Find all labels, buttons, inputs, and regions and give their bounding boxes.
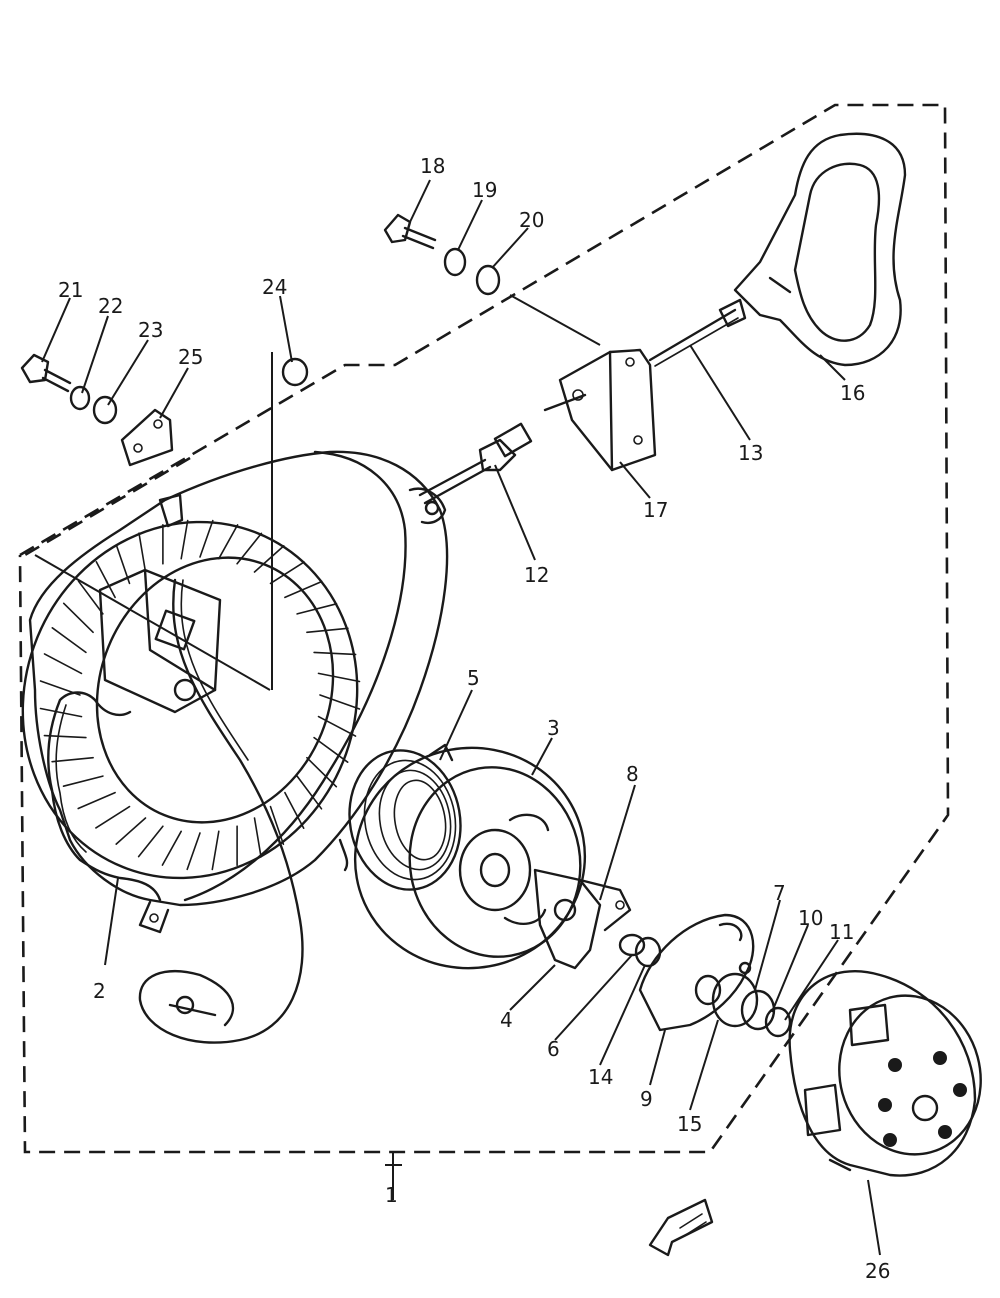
fan-fin [319,694,361,710]
assembly-boundary [18,103,950,1154]
case-fasteners [20,353,309,467]
reel [353,746,587,970]
bracket-fasteners [383,213,601,346]
callout-8: 8 [626,762,639,786]
ignition-coil [98,568,222,714]
fan-fin [317,715,357,737]
callout-25: 25 [178,345,203,369]
center-bolt-stack [694,972,792,1038]
callout-22: 22 [98,294,123,318]
fan-fin [180,519,189,560]
fan-fin [269,805,285,846]
callout-15: 15 [677,1112,702,1136]
callout-26: 26 [865,1259,890,1283]
callout-17: 17 [643,498,668,522]
callout-13: 13 [738,441,763,465]
fan-fin [269,561,305,585]
fan-fin [296,602,338,615]
fan-fin [43,653,83,675]
wire-harness [138,493,304,1044]
fan-fin [51,626,87,654]
callout-14: 14 [588,1065,613,1089]
rope-and-guide [418,308,739,505]
front-arrow-icon [648,1198,714,1257]
fan-fin [62,602,94,634]
callout-9: 9 [640,1087,653,1111]
fan-fin [186,832,201,871]
fan-fin [115,817,147,845]
callout-10: 10 [798,906,823,930]
fan-fin [39,707,83,718]
ratchet-pawl [533,868,632,970]
callout-12: 12 [524,563,549,587]
fan-fin [138,532,147,573]
spiral-spring [348,743,462,891]
fan-fin [199,519,214,558]
fan-fin [43,734,87,739]
fan-fin [211,830,220,871]
callout-23: 23 [138,318,163,342]
callout-5: 5 [467,666,480,690]
callout-11: 11 [829,920,854,944]
callout-7: 7 [773,881,786,905]
fan-ring [21,519,361,880]
starter-case [28,450,449,934]
fan-fin [77,580,104,615]
callout-19: 19 [472,178,497,202]
callout-18: 18 [420,154,445,178]
rope-guide-bracket [558,348,657,472]
callout-6: 6 [547,1037,560,1061]
fan-fin [296,775,323,810]
callout-21: 21 [58,278,83,302]
fan-fin [77,791,116,810]
callout-2: 2 [93,979,106,1003]
fan-fin [62,775,104,788]
callout-20: 20 [519,208,544,232]
fan-fin [51,756,94,763]
fan-fin [313,736,349,764]
callout-labels: 1 2 3 4 5 6 7 8 9 10 11 12 13 14 15 16 1… [58,154,890,1283]
case-gasket [47,691,162,902]
starter-handle [718,132,907,367]
fan-fin [284,791,305,830]
fan-fin [253,817,262,858]
assembly-bracket [385,1152,402,1200]
fan-fin [306,627,349,634]
fan-fin [95,805,131,829]
fan-fin [306,756,338,788]
starter-pulley [788,970,982,1177]
fan-fin [317,672,361,683]
fan-fin [284,580,323,599]
fan-fin [218,524,239,560]
fan-fin [161,830,182,866]
callout-24: 24 [262,275,287,299]
fan-fin [253,545,285,573]
fan-fin [313,651,357,656]
fan-fin [236,532,263,565]
friction-plate [638,913,755,1032]
fan-fin [137,825,164,858]
callout-16: 16 [840,381,865,405]
callout-3: 3 [547,716,560,740]
callout-4: 4 [500,1008,513,1032]
callout-leaders [41,179,881,1256]
fan-fin [95,560,116,599]
callout-1: 1 [385,1183,398,1207]
